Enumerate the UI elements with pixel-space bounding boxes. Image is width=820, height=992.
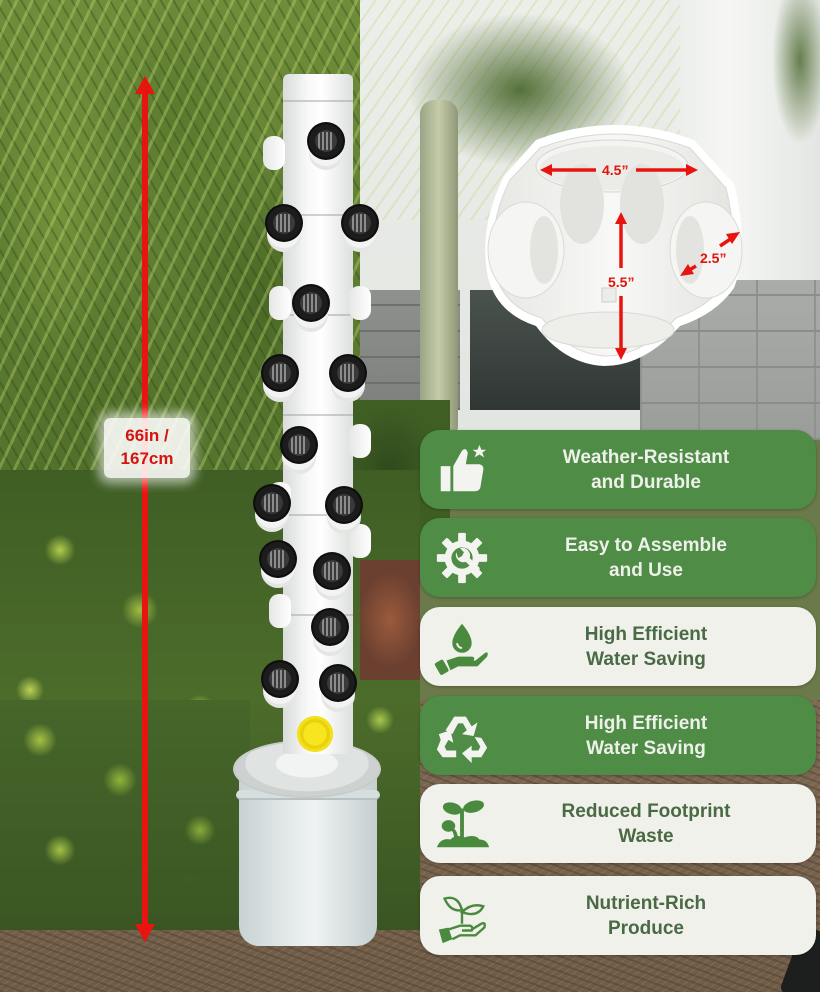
net-pot xyxy=(319,664,357,702)
side-port xyxy=(263,136,285,170)
net-pot xyxy=(325,486,363,524)
net-pot xyxy=(329,354,367,392)
feature-card-easy-assemble: Easy to Assemble and Use xyxy=(420,518,816,597)
feature-label: Reduced Footprint Waste xyxy=(561,800,731,847)
net-pot xyxy=(259,540,297,578)
side-port xyxy=(349,286,371,320)
net-pot xyxy=(261,354,299,392)
net-pot xyxy=(307,122,345,160)
feature-label: High Efficient Water Saving xyxy=(584,712,708,759)
pipe-seam xyxy=(283,414,353,416)
feature-card-weather-resistant: Weather-Resistant and Durable xyxy=(420,430,816,509)
recycle-icon xyxy=(420,696,504,775)
port-diameter-label: 2.5” xyxy=(700,250,727,266)
red-mulch xyxy=(360,560,420,680)
net-pot xyxy=(261,660,299,698)
gear-wrench-icon xyxy=(420,518,504,597)
feature-card-reduced-footprint: Reduced Footprint Waste xyxy=(420,784,816,863)
pipe-seam xyxy=(283,514,353,516)
height-metric: 167cm xyxy=(120,449,174,468)
height-label: 66in / 167cm xyxy=(104,418,190,478)
feature-label: Nutrient-Rich Produce xyxy=(585,892,707,939)
palm-fronds xyxy=(760,0,820,200)
hand-plant-icon xyxy=(420,876,504,955)
height-imperial: 66in / xyxy=(125,426,169,445)
side-port xyxy=(349,524,371,558)
side-port xyxy=(269,594,291,628)
height-dimension-line xyxy=(142,84,148,936)
drain-valve xyxy=(297,716,333,752)
net-pot xyxy=(313,552,351,590)
net-pot xyxy=(341,204,379,242)
feature-card-water-saving: High Efficient Water Saving xyxy=(420,607,816,686)
pipe-seam xyxy=(283,214,353,216)
feature-label: Easy to Assemble and Use xyxy=(565,534,727,581)
side-port xyxy=(269,286,291,320)
palm-trunk xyxy=(420,100,458,440)
shrub xyxy=(0,700,250,920)
seedling-soil-icon xyxy=(420,784,504,863)
fitting-illustration xyxy=(485,125,743,366)
net-pot xyxy=(253,484,291,522)
hydroponic-tower xyxy=(253,74,379,754)
net-pot xyxy=(280,426,318,464)
height-dimension-label: 5.5” xyxy=(608,274,635,290)
feature-label: Weather-Resistant and Durable xyxy=(562,446,730,493)
arrow-up-icon xyxy=(135,76,155,94)
net-pot xyxy=(311,608,349,646)
feature-card-nutrient-rich: Nutrient-Rich Produce xyxy=(420,876,816,955)
pipe-seam xyxy=(283,100,353,102)
feature-card-recycle: High Efficient Water Saving xyxy=(420,696,816,775)
diameter-label: 4.5” xyxy=(602,162,629,178)
side-port xyxy=(349,424,371,458)
thumbs-up-star-icon xyxy=(420,430,504,509)
net-pot xyxy=(292,284,330,322)
water-drop-hand-icon xyxy=(420,607,504,686)
fitting-closeup: 4.5” 5.5” 2.5” xyxy=(484,118,744,368)
net-pot xyxy=(265,204,303,242)
feature-label: High Efficient Water Saving xyxy=(584,623,708,670)
arrow-down-icon xyxy=(135,924,155,942)
